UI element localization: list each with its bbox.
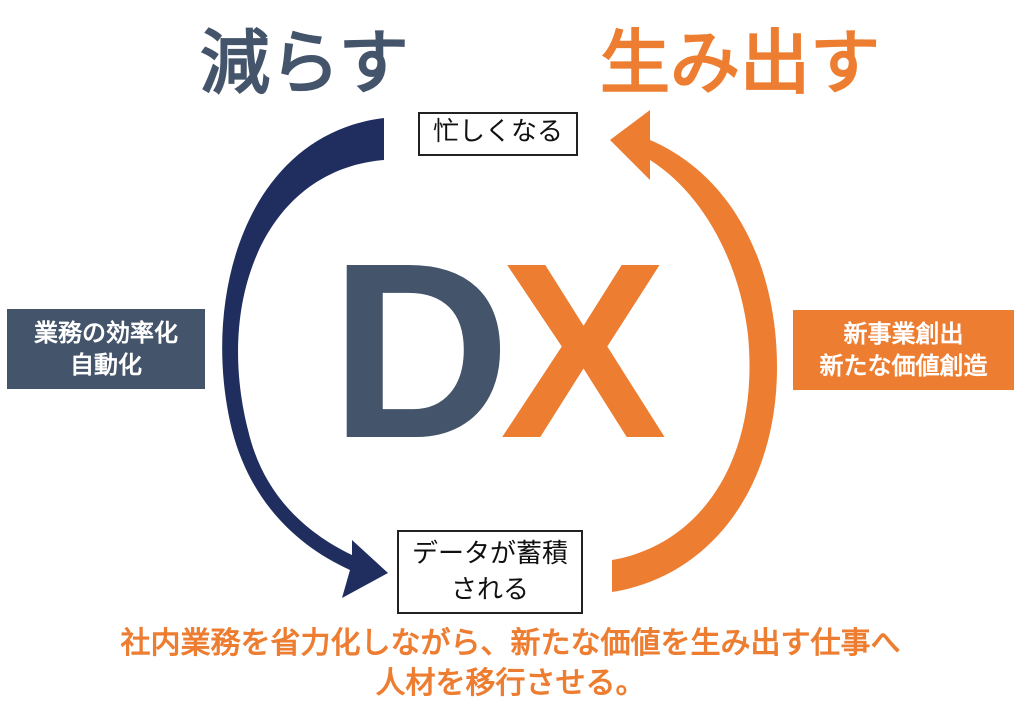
data-accumulated-box: データが蓄積 される (397, 530, 583, 614)
footer-line2: 人材を移行させる。 (375, 666, 646, 701)
footer-line1: 社内業務を省力化しながら、新たな価値を生み出す仕事へ (120, 626, 901, 661)
reduce-title: 減らす (200, 22, 409, 104)
new-value-label-box: 新事業創出 新たな価値創造 (793, 310, 1014, 390)
new-value-line1: 新事業創出 (843, 320, 964, 348)
busy-box: 忙しくなる (418, 112, 578, 156)
data-accumulated-line1: データが蓄積 (411, 539, 568, 569)
efficiency-line1: 業務の効率化 (34, 319, 178, 347)
dx-letter-x: X (500, 211, 667, 490)
new-value-line2: 新たな価値創造 (819, 352, 988, 380)
efficiency-label-box: 業務の効率化 自動化 (7, 309, 205, 389)
busy-label: 忙しくなる (432, 117, 563, 147)
data-accumulated-line2: される (450, 575, 529, 605)
efficiency-line2: 自動化 (70, 351, 142, 379)
dx-letter-d: D (330, 211, 511, 490)
create-title: 生み出す (600, 22, 880, 104)
footer-message: 社内業務を省力化しながら、新たな価値を生み出す仕事へ 人材を移行させる。 (0, 624, 1021, 704)
curved-arrow-up-icon (610, 110, 778, 592)
curved-arrow-down-icon (222, 118, 388, 598)
